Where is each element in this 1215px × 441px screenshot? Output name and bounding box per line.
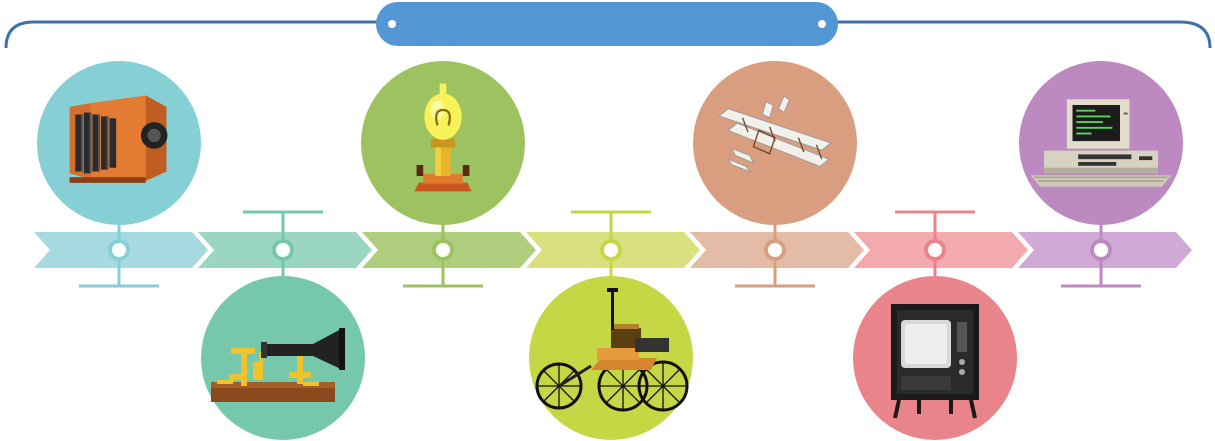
banner-left-hole bbox=[388, 20, 396, 28]
camera-icon bbox=[69, 95, 168, 183]
timeline-nodes bbox=[108, 239, 1112, 261]
timeline-node-television bbox=[924, 239, 946, 261]
timeline-node-camera bbox=[108, 239, 130, 261]
title-banner bbox=[376, 2, 838, 46]
timeline-node-telephone bbox=[272, 239, 294, 261]
timeline-node-computer bbox=[1090, 239, 1112, 261]
timeline-bracket bbox=[4, 20, 1212, 49]
timeline-node-automobile bbox=[600, 239, 622, 261]
banner-right-hole bbox=[818, 20, 826, 28]
timeline-node-light-bulb bbox=[432, 239, 454, 261]
timeline-node-airplane bbox=[764, 239, 786, 261]
milestone-circles bbox=[37, 61, 1183, 440]
